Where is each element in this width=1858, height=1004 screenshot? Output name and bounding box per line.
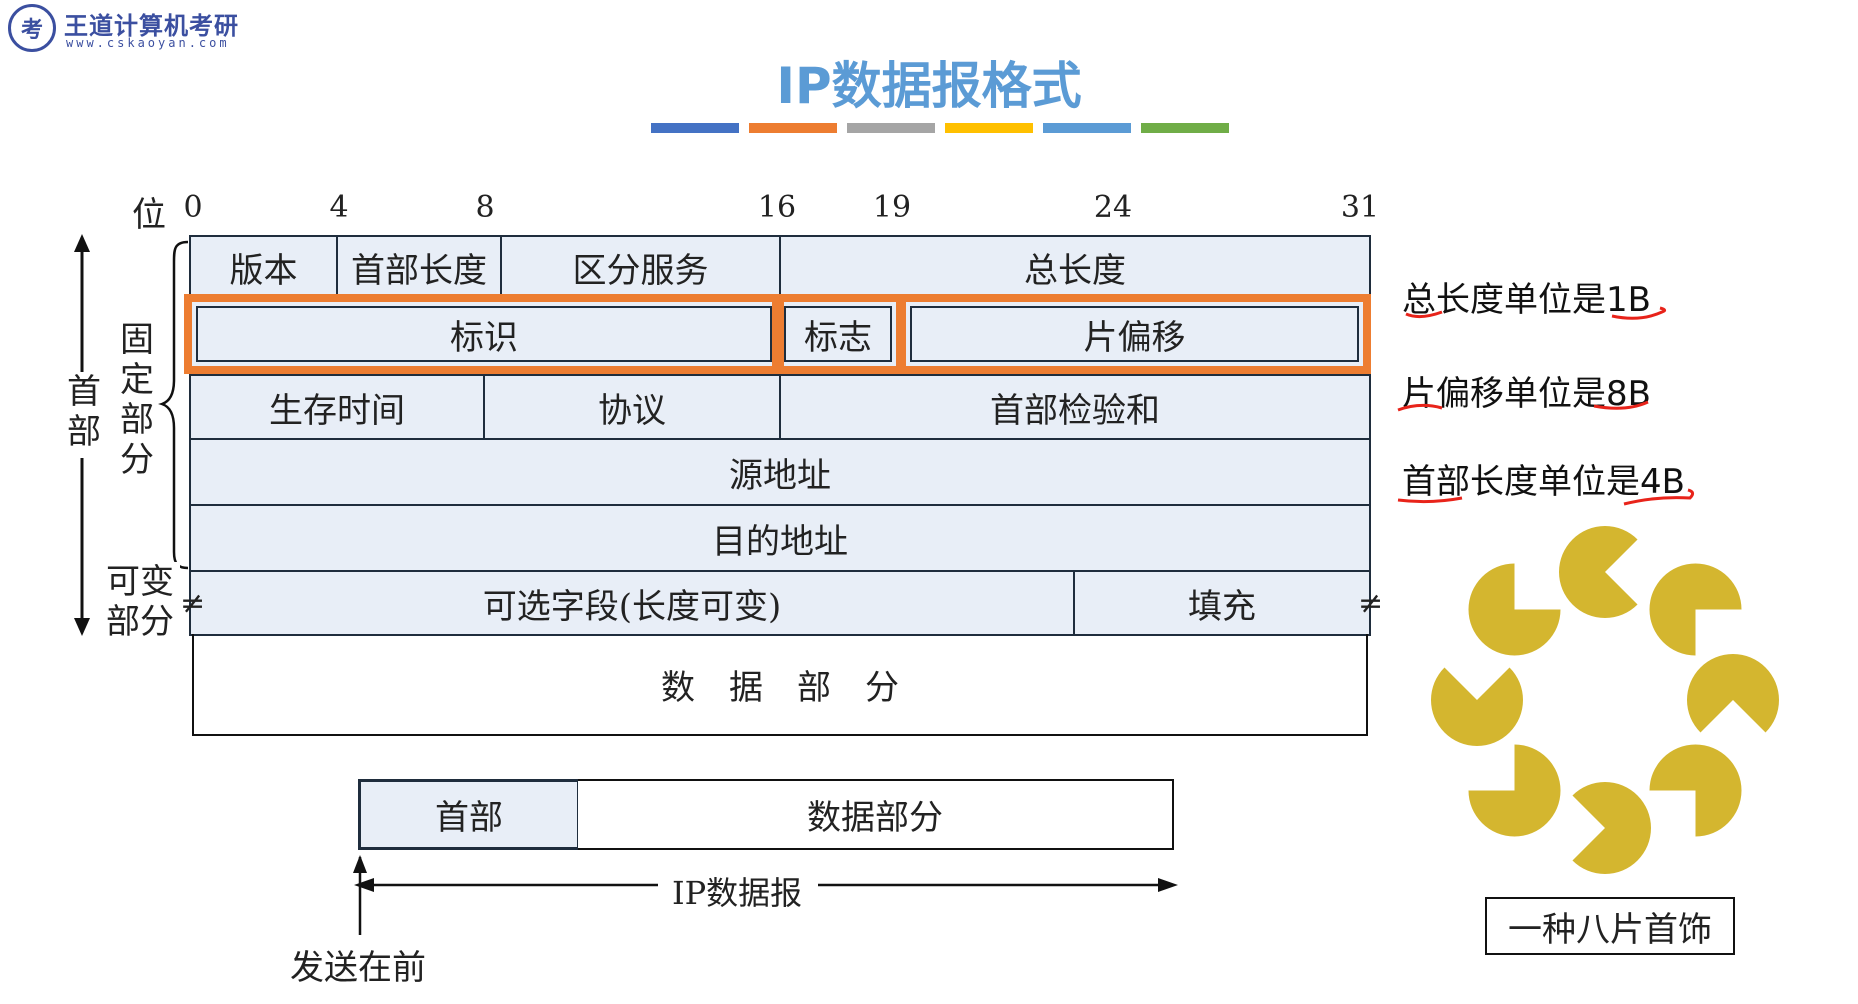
sent-first-label: 发送在前: [290, 940, 426, 989]
ornament-caption: 一种八片首饰: [1485, 897, 1735, 955]
datagram-header-box: 首部: [358, 779, 580, 850]
bit-number-19: 19: [873, 190, 911, 225]
source-address-field-label: 源地址: [729, 448, 831, 497]
ornament-petal: [1469, 564, 1561, 656]
diff-service-field: 区分服务: [500, 235, 781, 299]
underline-4b: [1624, 490, 1693, 504]
ttl-field-label: 生存时间: [269, 383, 405, 432]
ornament-petal: [1469, 745, 1561, 837]
handwritten-underlines: [1390, 300, 1720, 510]
datagram-data-box: 数据部分: [578, 779, 1174, 850]
eight-petal-ornament: [1410, 510, 1800, 890]
datagram-span-arrow-right: [1158, 878, 1178, 892]
destination-address-field-label: 目的地址: [712, 514, 848, 563]
protocol-field-label: 协议: [598, 383, 666, 432]
options-field: 可选字段(长度可变): [189, 570, 1075, 636]
data-part-box: 数 据 部 分: [192, 634, 1368, 736]
flags-field-label: 标志: [804, 310, 872, 359]
header-checksum-field: 首部检验和: [779, 374, 1371, 440]
bit-number-16: 16: [758, 190, 796, 225]
source-address-field: 源地址: [189, 438, 1371, 506]
ornament-caption-label: 一种八片首饰: [1508, 902, 1712, 951]
underline-8b: [1594, 402, 1648, 408]
bit-number-24: 24: [1094, 190, 1132, 225]
destination-address-field: 目的地址: [189, 504, 1371, 572]
title-color-bar: [1043, 123, 1131, 133]
ttl-field: 生存时间: [189, 374, 485, 440]
total-length-field: 总长度: [779, 235, 1371, 299]
underline-fragment: [1398, 405, 1442, 410]
fixed-part-brace: [162, 242, 188, 568]
bit-number-31: 31: [1341, 190, 1379, 225]
header-span-arrow-up: [74, 234, 90, 252]
title-color-bar: [651, 123, 739, 133]
ornament-petal-shape: [1469, 564, 1561, 656]
title-color-bar: [945, 123, 1033, 133]
header-side-label: 首部: [62, 372, 106, 452]
datagram-span-arrow-left: [354, 878, 374, 892]
flags-field: 标志: [784, 306, 892, 362]
fragment-offset-field-label: 片偏移: [1084, 310, 1186, 359]
variable-marker-left: ≠: [180, 586, 205, 621]
title-color-bar: [847, 123, 935, 133]
ornament-petal-shape: [1650, 745, 1742, 837]
ornament-petal: [1650, 564, 1742, 656]
page-title: IP数据报格式: [0, 46, 1858, 118]
padding-field: 填充: [1073, 570, 1371, 636]
fragment-offset-field: 片偏移: [910, 306, 1359, 362]
ornament-petal-shape: [1469, 745, 1561, 837]
underline-header: [1398, 498, 1462, 502]
bit-number-8: 8: [475, 190, 494, 225]
side-brackets: [0, 0, 200, 660]
variable-marker-right: ≠: [1358, 586, 1383, 621]
header-length-field-label: 首部长度: [351, 243, 487, 292]
datagram-data-label: 数据部分: [807, 790, 943, 839]
identification-field-label: 标识: [450, 310, 518, 359]
diff-service-field-label: 区分服务: [573, 243, 709, 292]
title-color-bar: [1141, 123, 1229, 133]
ornament-petal-shape: [1650, 564, 1742, 656]
underline-total: [1406, 312, 1442, 317]
datagram-header-label: 首部: [435, 790, 503, 839]
data-part-label: 数 据 部 分: [661, 660, 899, 709]
underline-1b: [1612, 308, 1665, 318]
title-color-bar: [749, 123, 837, 133]
header-length-field: 首部长度: [336, 235, 502, 299]
total-length-field-label: 总长度: [1024, 243, 1126, 292]
header-checksum-field-label: 首部检验和: [990, 383, 1160, 432]
send-first-pointer-arrow: [353, 855, 367, 873]
fixed-part-label: 固定部分: [118, 320, 156, 480]
identification-field: 标识: [196, 306, 772, 362]
bit-number-4: 4: [329, 190, 348, 225]
options-field-label: 可选字段(长度可变): [483, 579, 782, 628]
ornament-petal: [1650, 745, 1742, 837]
datagram-label: IP数据报: [668, 868, 806, 914]
header-span-arrow-down: [74, 618, 90, 636]
version-field-label: 版本: [230, 243, 298, 292]
variable-part-label: 可变部分: [100, 562, 180, 642]
protocol-field: 协议: [483, 374, 781, 440]
padding-field-label: 填充: [1188, 579, 1256, 628]
version-field: 版本: [189, 235, 338, 299]
